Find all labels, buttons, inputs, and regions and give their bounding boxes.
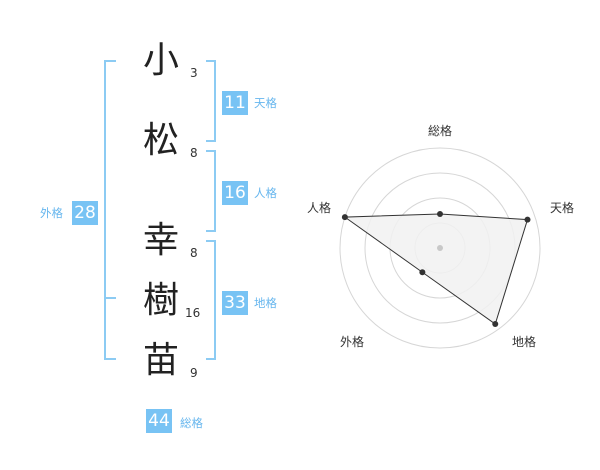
gaikaku-label: 外格 [40,206,63,220]
radar-grid-ring [339,147,541,349]
name-char-5: 苗 [142,340,179,381]
chikaku-label: 地格 [254,296,277,310]
stroke-count-5: 9 [190,366,198,380]
radar-area [343,213,529,325]
radar-axis-label-gaikaku: 外格 [340,335,365,349]
soukaku-value-badge: 44 [146,409,172,433]
jinkaku-bracket [206,150,216,232]
radar-point-5 [341,214,348,221]
name-char-4: 樹 [142,280,179,321]
chikaku-value-badge: 33 [222,291,248,315]
outer-bracket-tick [104,297,116,299]
tenkaku-bracket [206,60,216,142]
stroke-count-3: 8 [190,246,198,260]
radar-point-2 [524,216,531,223]
radar-axis-label-chikaku: 地格 [512,335,537,349]
jinkaku-label: 人格 [254,186,277,200]
jinkaku-value-badge: 16 [222,181,248,205]
radar-axis-label-tenkaku: 天格 [550,201,575,215]
outer-bracket [104,60,116,360]
name-char-3: 幸 [142,220,179,261]
radar-point-1 [437,211,443,217]
chikaku-bracket [206,240,216,360]
stroke-count-4: 16 [185,306,201,320]
tenkaku-label: 天格 [254,96,277,110]
radar-axis-label-soukaku: 総格 [428,124,453,138]
tenkaku-value-badge: 11 [222,91,248,115]
radar-point-4 [419,269,426,276]
gaikaku-value-badge: 28 [72,201,98,225]
radar-point-3 [492,321,499,328]
stroke-count-1: 3 [190,66,198,80]
name-char-1: 小 [142,40,179,81]
radar-axis-label-jinkaku: 人格 [307,201,332,215]
radar-center-dot [437,245,443,251]
soukaku-label: 総格 [180,416,203,430]
stroke-count-2: 8 [190,146,198,160]
name-char-2: 松 [142,120,179,161]
